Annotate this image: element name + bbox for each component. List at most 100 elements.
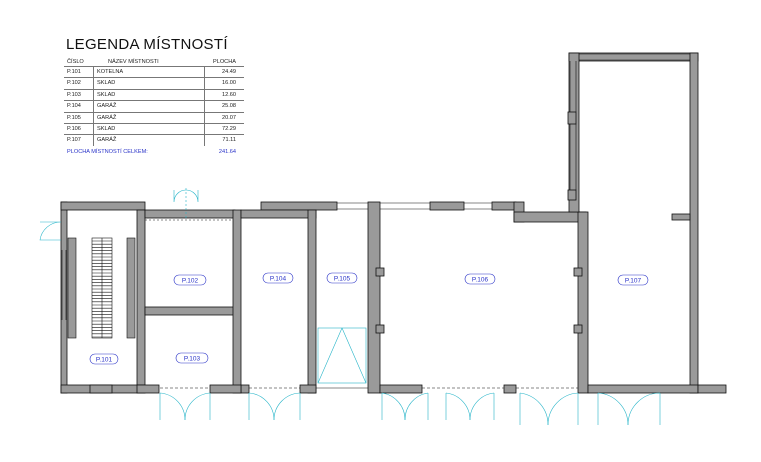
wall-105-106	[367, 201, 381, 394]
wall-102-103	[144, 306, 236, 316]
wall-top-102	[144, 209, 236, 219]
wall-104-105	[307, 209, 317, 394]
wall-106-107-top	[513, 211, 587, 223]
stair-treads	[92, 238, 112, 338]
wall-pier-107	[671, 213, 691, 221]
row-area: 20.07	[204, 112, 244, 123]
table-row: P.101 KOTELNA 24.49	[64, 66, 244, 78]
garage-door-swing	[317, 327, 367, 384]
legend-total: PLOCHA MÍSTNOSTÍ CELKEM: 241.64	[64, 149, 244, 155]
row-area: 71.11	[204, 135, 244, 146]
header-name: NÁZEV MÍSTNOSTI	[108, 59, 159, 65]
wall-bottom-106-a	[379, 384, 423, 394]
row-name: KOTELNA	[97, 69, 124, 75]
wall-pier-107-b	[567, 189, 577, 201]
room-label: P.102	[182, 278, 199, 285]
row-number: P.104	[64, 101, 94, 112]
wall-pier-106-b	[573, 267, 583, 277]
legend-title: LEGENDA MÍSTNOSTÍ	[66, 36, 228, 53]
row-number: P.107	[64, 135, 94, 146]
walls	[60, 52, 727, 394]
door-swing	[469, 392, 495, 421]
door-swing	[404, 392, 429, 421]
wall-bottom-103-b	[209, 384, 242, 394]
room-tag-p105: P.105	[326, 272, 358, 284]
doors	[39, 188, 661, 426]
room-label: P.107	[625, 278, 642, 285]
row-area: 12.60	[204, 89, 244, 101]
wall-left-107	[568, 52, 580, 213]
door-swing	[248, 392, 275, 421]
door-swing	[547, 392, 579, 426]
wall-bottom-104-b	[299, 384, 317, 394]
wall-top-104-inner	[240, 209, 317, 219]
table-row: P.106 SKLAD 72.29	[64, 122, 244, 135]
wall-top-104	[260, 201, 338, 211]
row-area: 16.00	[204, 78, 244, 89]
wall-101-102	[136, 209, 146, 394]
garage-door-opening	[317, 327, 367, 384]
room-label: P.104	[270, 276, 287, 283]
total-value: 241.64	[218, 148, 236, 155]
door-swing	[184, 392, 211, 421]
row-name: GARÁŽ	[97, 114, 117, 121]
door-swing	[159, 392, 186, 421]
row-name: SKLAD	[97, 125, 116, 132]
legend-header: ČÍSLO NÁZEV MÍSTNOSTI PLOCHA	[64, 58, 244, 66]
table-row: P.102 SKLAD 16.00	[64, 77, 244, 89]
wall-pier-106-a	[375, 267, 385, 277]
room-label: P.106	[472, 277, 489, 284]
room-tag-p102: P.102	[173, 274, 207, 286]
room-labels: P.101 P.102 P.103 P.104 P.105 P.106 P.10…	[89, 272, 649, 365]
row-area: 24.49	[204, 67, 244, 78]
door-swing	[519, 392, 549, 426]
door-swing	[173, 189, 187, 203]
wall-top-101-102	[60, 201, 146, 211]
room-tag-p107: P.107	[617, 274, 649, 286]
room-tag-p104: P.104	[262, 272, 294, 284]
door-swing	[273, 392, 301, 421]
table-row: P.107 GARÁŽ 71.11	[64, 134, 244, 146]
total-label: PLOCHA MÍSTNOSTÍ CELKEM:	[67, 148, 148, 155]
row-number: P.106	[64, 123, 94, 135]
wall-bottom-106-b	[503, 384, 517, 394]
row-name: GARÁŽ	[97, 137, 117, 144]
header-number: ČÍSLO	[67, 59, 84, 65]
room-label: P.103	[184, 356, 201, 363]
room-tag-p101: P.101	[89, 353, 119, 365]
stair-wall-left	[67, 237, 77, 339]
wall-103-104	[232, 209, 242, 394]
room-tag-p103: P.103	[175, 352, 209, 364]
table-row: P.105 GARÁŽ 20.07	[64, 111, 244, 123]
staircase	[67, 237, 136, 339]
door-swing	[381, 392, 406, 421]
row-area: 25.08	[204, 101, 244, 112]
wall-bottom-107	[587, 384, 699, 394]
row-name: GARÁŽ	[97, 103, 117, 110]
row-number: P.103	[64, 89, 94, 101]
wall-top-106-a	[429, 201, 465, 211]
door-swing	[445, 392, 471, 421]
wall-right-107	[689, 52, 699, 394]
row-name: SKLAD	[97, 91, 116, 98]
room-label: P.105	[334, 276, 351, 283]
wall-pier-107-a	[567, 111, 577, 125]
row-number: P.101	[64, 67, 94, 78]
table-row: P.103 SKLAD 12.60	[64, 88, 244, 101]
row-area: 72.29	[204, 123, 244, 135]
wall-bottom-104-pier	[240, 384, 250, 394]
windows	[61, 53, 690, 389]
row-name: SKLAD	[97, 80, 116, 87]
header-area: PLOCHA	[212, 59, 236, 65]
wall-pier-106-c	[573, 324, 583, 334]
door-swing	[597, 392, 629, 426]
wall-bottom-103	[136, 384, 160, 394]
room-tag-p106: P.106	[464, 273, 496, 285]
wall-top-106-b	[491, 201, 517, 211]
wall-pier-106-d	[375, 324, 385, 334]
wall-106-107	[577, 211, 589, 394]
stair-wall-right	[126, 237, 136, 339]
row-number: P.102	[64, 78, 94, 89]
legend-table: ČÍSLO NÁZEV MÍSTNOSTI PLOCHA P.101 KOTEL…	[64, 58, 244, 155]
door-swing	[627, 392, 661, 426]
